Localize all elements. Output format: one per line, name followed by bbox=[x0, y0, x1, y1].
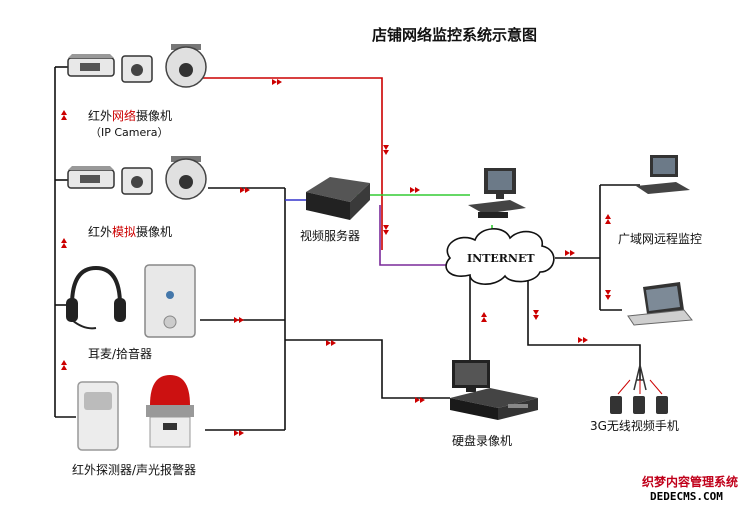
internet-label: INTERNET bbox=[467, 252, 535, 265]
alarm-light-icon bbox=[146, 375, 194, 448]
dvr-monitor-icon bbox=[452, 360, 490, 392]
mobile-phone-icon bbox=[610, 379, 668, 414]
bullet-camera-icon bbox=[67, 54, 115, 77]
dvr-group: 硬盘录像机 bbox=[450, 360, 538, 448]
ip-camera-en-label: （IP Camera） bbox=[90, 126, 169, 139]
dome-camera-icon bbox=[165, 44, 207, 88]
watermark-line1: 织梦内容管理系统 bbox=[642, 474, 738, 489]
headset-group: 耳麦/拾音器 bbox=[66, 264, 196, 361]
bullet-camera-icon bbox=[67, 166, 115, 189]
box-camera-icon bbox=[121, 55, 153, 83]
connection-lines bbox=[54, 66, 641, 431]
server-to-internet-line bbox=[379, 205, 448, 266]
video-server-group: 视频服务器 bbox=[300, 177, 370, 243]
analog-camera-label: 红外模拟摄像机 bbox=[88, 224, 172, 239]
box-camera-icon bbox=[121, 167, 153, 195]
video-server-icon bbox=[306, 177, 370, 220]
ip-camera-label: 红外网络摄像机 bbox=[88, 108, 172, 123]
diagram-title: 店铺网络监控系统示意图 bbox=[372, 26, 537, 44]
remote-desktop-icon bbox=[636, 155, 690, 194]
detector-group: 红外探测器/声光报警器 bbox=[72, 375, 196, 477]
mobile-label: 3G无线视频手机 bbox=[590, 418, 679, 433]
laptop-icon bbox=[627, 282, 693, 326]
ip-camera-line bbox=[200, 77, 383, 250]
analog-camera-group: 红外模拟摄像机 bbox=[67, 156, 207, 239]
dvr-label: 硬盘录像机 bbox=[452, 433, 512, 448]
headset-icon bbox=[66, 265, 126, 330]
ip-camera-group: 红外网络摄像机 （IP Camera） bbox=[67, 44, 207, 139]
local-pc-icon bbox=[468, 168, 526, 218]
dome-camera-icon bbox=[165, 156, 207, 200]
pickup-microphone-icon bbox=[144, 264, 196, 338]
mobile-group: 3G无线视频手机 bbox=[590, 364, 679, 433]
dvr-recorder-icon bbox=[450, 388, 538, 420]
watermark-line2: DEDECMS.COM bbox=[650, 490, 723, 503]
headset-label: 耳麦/拾音器 bbox=[88, 346, 152, 361]
infrared-detector-icon bbox=[77, 381, 119, 451]
wan-monitor-label: 广域网远程监控 bbox=[618, 231, 702, 246]
internet-cloud: INTERNET bbox=[445, 228, 555, 285]
detector-label: 红外探测器/声光报警器 bbox=[72, 462, 196, 477]
watermark: 织梦内容管理系统 DEDECMS.COM bbox=[640, 472, 748, 504]
video-server-label: 视频服务器 bbox=[300, 228, 360, 243]
